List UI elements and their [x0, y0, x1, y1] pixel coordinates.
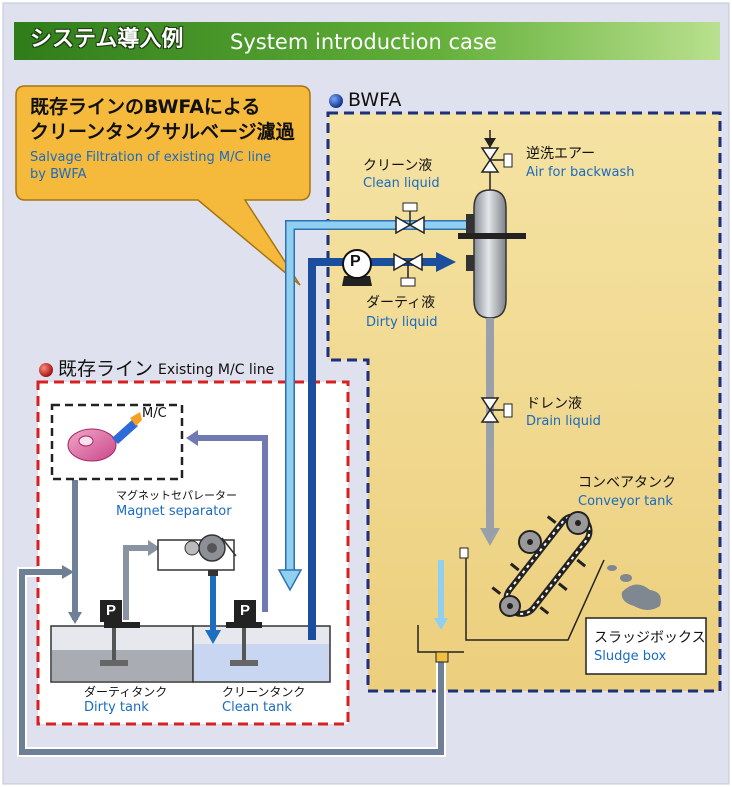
mc-drain-arrow — [68, 612, 82, 624]
section-existing-title-en: Existing M/C line — [158, 362, 275, 378]
dirty-to-magnet-arrow — [148, 540, 160, 556]
callout-line1-jp: 既存ラインのBWFAによる — [30, 96, 261, 118]
dirty-to-magnet-pipe — [123, 545, 150, 620]
header-title-en: System introduction case — [230, 30, 497, 54]
sludge-label-en: Sludge box — [594, 649, 667, 664]
dirty-tank-pump-label: P — [100, 600, 122, 622]
clean-liquid-label-en: Clean liquid — [363, 176, 440, 191]
magnet-separator — [157, 534, 237, 576]
clean-to-mc-pipe — [196, 435, 268, 612]
header-title-jp: システム導入例 — [30, 27, 184, 52]
return-pipe — [19, 569, 444, 755]
dirty-pump-base — [104, 622, 140, 628]
dirty-liquid-label-en: Dirty liquid — [366, 315, 438, 330]
dirty-pump-foot — [100, 660, 128, 666]
bwfa-pump-label: P — [350, 253, 361, 270]
drain-valve — [480, 397, 513, 423]
header-bar — [14, 22, 720, 60]
dirty-valve — [393, 252, 423, 287]
drain-arrow — [480, 528, 500, 546]
sludge-particles — [607, 565, 661, 610]
magnet-label-jp: マグネットセパレーター — [116, 489, 237, 502]
dirty-liquid-arrow — [436, 252, 456, 272]
return-inlet-arrow — [434, 618, 448, 630]
outlet-fitting — [435, 651, 449, 663]
conveyor-label-jp: コンベアタンク — [578, 475, 676, 491]
mc-label: M/C — [142, 406, 167, 421]
clean-pump-base — [226, 622, 262, 628]
air-valve — [480, 147, 513, 173]
section-bwfa-title: BWFA — [348, 89, 402, 111]
clean-to-mc-arrow — [186, 430, 198, 446]
conveyor-label-en: Conveyor tank — [578, 494, 673, 509]
magnet-label-en: Magnet separator — [116, 504, 232, 519]
sludge-box — [585, 617, 707, 675]
clean-tank-label-jp: クリーンタンク — [222, 685, 306, 699]
section-existing-title-jp: 既存ライン — [58, 358, 154, 380]
drain-label-en: Drain liquid — [526, 414, 601, 429]
conveyor-tank — [417, 511, 605, 653]
clean-tank-liquid — [194, 644, 329, 681]
existing-bullet — [39, 363, 53, 377]
clean-liquid-label-jp: クリーン液 — [363, 158, 433, 174]
sludge-label-jp: スラッジボックス — [594, 630, 706, 646]
backwash-label-jp: 逆洗エアー — [526, 146, 596, 162]
bwfa-border — [326, 111, 722, 693]
dirty-pump-shaft — [112, 628, 116, 662]
return-arrow — [62, 565, 74, 579]
mc-machine — [67, 412, 142, 462]
bwfa-panel — [328, 113, 720, 691]
backwash-label-en: Air for backwash — [526, 165, 635, 180]
dirty-tank-label-jp: ダーティタンク — [84, 685, 168, 699]
magnet-to-clean-arrow — [205, 630, 221, 644]
callout-bubble — [15, 85, 311, 286]
air-arrow — [484, 138, 496, 148]
clean-tank-label-en: Clean tank — [222, 700, 292, 715]
bwfa-filter-vessel — [458, 189, 526, 319]
clean-pump-foot — [230, 660, 258, 666]
clean-liquid-arrow — [277, 569, 303, 592]
callout-line1-en: Salvage Filtration of existing M/C line — [30, 150, 272, 165]
callout-line2-en: by BWFA — [30, 167, 87, 182]
clean-tank-pump-label: P — [234, 600, 256, 622]
clean-valve — [395, 202, 425, 235]
pump-p — [342, 249, 372, 286]
drain-label-jp: ドレン液 — [526, 396, 582, 412]
dirty-liquid-label-jp: ダーティ液 — [366, 295, 436, 311]
dirty-tank-label-en: Dirty tank — [84, 700, 149, 715]
callout-line2-jp: クリーンタンクサルベージ濾過 — [30, 121, 295, 143]
clean-pump-shaft — [242, 628, 246, 662]
bwfa-bullet — [329, 94, 343, 108]
